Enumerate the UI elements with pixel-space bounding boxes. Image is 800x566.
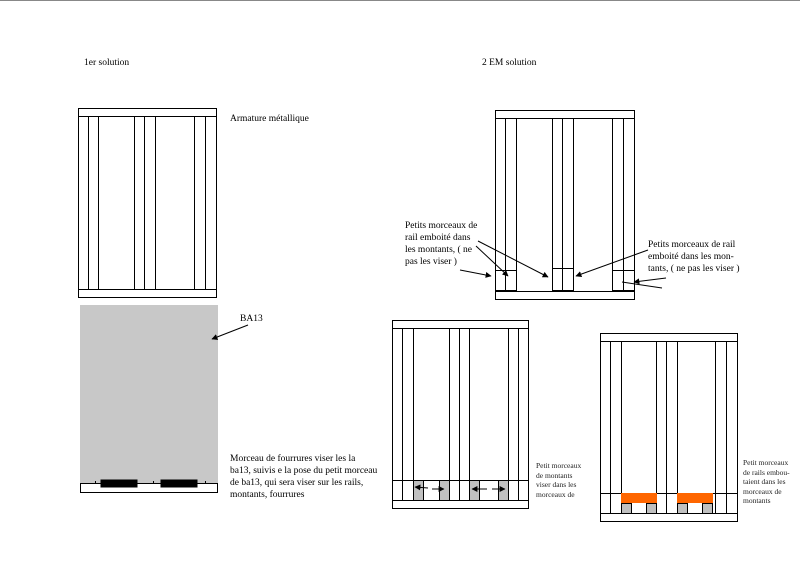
frame-ba13	[80, 305, 249, 493]
heading-solution2: 2 EM solution	[482, 58, 537, 68]
frame-rails-orange	[600, 333, 738, 522]
label-ba13: BA13	[240, 314, 263, 324]
label-armature: Armature métallique	[230, 114, 309, 124]
label-petit-montants: Petit morceaux de montants viser dans le…	[536, 461, 582, 499]
heading-solution1: 1er solution	[84, 58, 130, 68]
frame-solution2	[459, 110, 667, 300]
rail-piece	[552, 268, 574, 291]
frame-montants	[392, 320, 529, 509]
label-morceau-fourrures: Morceau de fourrures viser les la ba13, …	[230, 454, 378, 500]
fourrure-piece	[160, 479, 198, 488]
montant-piece	[413, 480, 424, 501]
label-petit-rails: Petit morceaux de rails embou- taient da…	[743, 458, 790, 505]
label-petits-morceaux-left: Petits morceaux de rail emboité dans les…	[405, 221, 478, 267]
montant-piece	[439, 480, 450, 501]
fourrure-piece	[100, 479, 138, 488]
montant-piece	[469, 480, 480, 501]
arrow-ba13	[211, 324, 249, 340]
frame-armature	[78, 108, 217, 298]
label-petits-morceaux-right: Petits morceaux de rail emboité dans les…	[648, 240, 740, 274]
ba13-panel	[80, 305, 218, 483]
orange-rail-piece	[621, 493, 657, 503]
orange-rail-piece	[677, 493, 713, 503]
montant-piece	[498, 480, 509, 501]
